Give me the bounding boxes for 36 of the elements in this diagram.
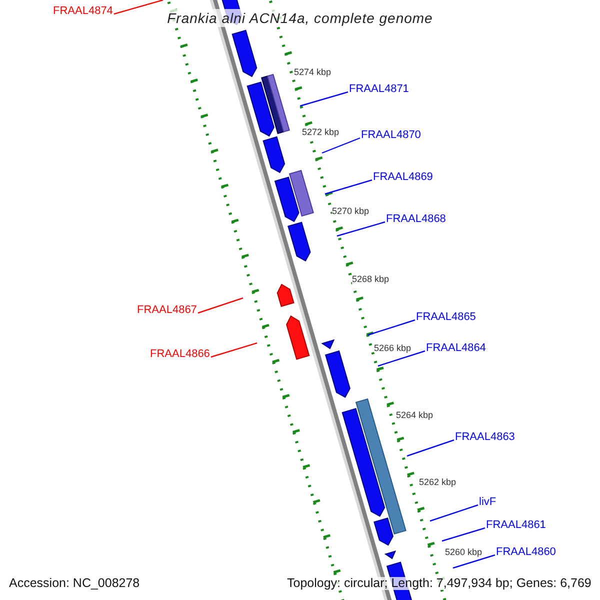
leader-line (452, 554, 496, 569)
gene-label: FRAAL4867 (137, 305, 197, 316)
gene-label: FRAAL4868 (386, 214, 446, 225)
gene-label: FRAAL4874 (53, 6, 113, 17)
leader-line (300, 91, 348, 107)
tick-label: 5272 kbp (302, 128, 340, 137)
gene-label: FRAAL4866 (150, 349, 210, 360)
leader-line (322, 137, 360, 154)
tick-label: 5266 kbp (374, 344, 412, 353)
leader-line (406, 439, 454, 457)
tick-label: 5262 kbp (419, 478, 456, 487)
leader-line (198, 297, 244, 314)
tick-label: 5264 kbp (396, 411, 434, 420)
gene-label: FRAAL4864 (426, 343, 486, 354)
gene-label: FRAAL4871 (349, 84, 409, 95)
genome-info-text: Topology: circular; Length: 7,497,934 bp; Genes: 6,769 (287, 577, 592, 590)
accession-text: Accession: NC_008278 (9, 577, 140, 590)
gene-label: FRAAL4869 (373, 172, 433, 183)
leader-line (324, 179, 372, 195)
leader-line (378, 350, 426, 367)
leader-line (210, 342, 258, 358)
gene-label: livF (479, 497, 496, 508)
tick-label: 5270 kbp (332, 207, 370, 216)
gene-label: FRAAL4860 (496, 547, 556, 558)
leader-line (442, 527, 486, 542)
gene-label: FRAAL4863 (455, 432, 515, 443)
gene-label: FRAAL4870 (361, 130, 421, 141)
gene-label: FRAAL4865 (416, 312, 476, 323)
tick-label: 5268 kbp (352, 275, 390, 284)
gene-label: FRAAL4861 (486, 520, 546, 531)
tick-label: 5260 kbp (445, 548, 482, 557)
tick-label: 5274 kbp (294, 68, 332, 77)
leader-line (336, 221, 386, 237)
leader-line (430, 504, 478, 522)
leader-line (368, 319, 416, 336)
leader-line (114, 0, 164, 15)
